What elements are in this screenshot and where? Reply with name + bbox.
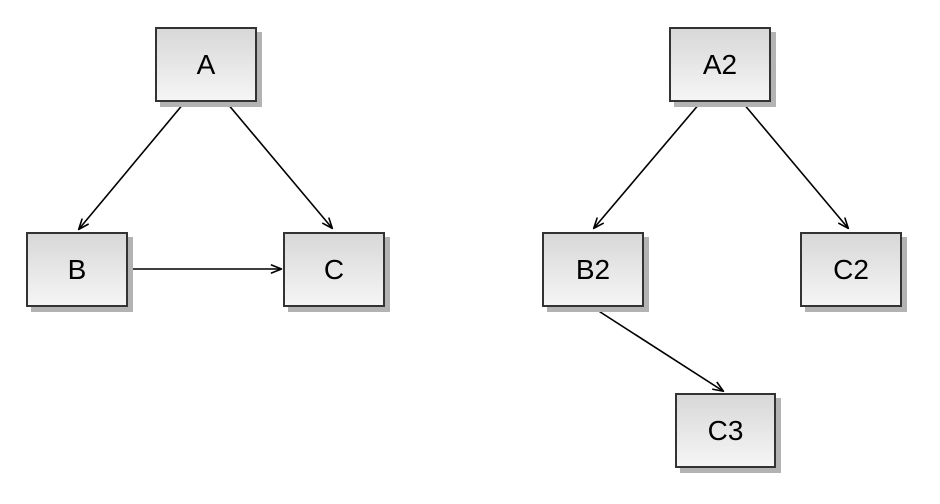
edge-A2-B2 — [592, 102, 701, 230]
node-A: A — [155, 27, 257, 102]
edge-A2-C2 — [742, 102, 850, 230]
node-C: C — [283, 232, 385, 307]
node-B: B — [26, 232, 128, 307]
node-C2: C2 — [800, 232, 902, 307]
node-B2: B2 — [542, 232, 644, 307]
edge-A-C — [226, 102, 334, 230]
edge-A-B — [77, 102, 185, 231]
node-A2: A2 — [669, 27, 771, 102]
node-C3: C3 — [675, 393, 776, 468]
edge-B2-C3 — [593, 307, 725, 393]
